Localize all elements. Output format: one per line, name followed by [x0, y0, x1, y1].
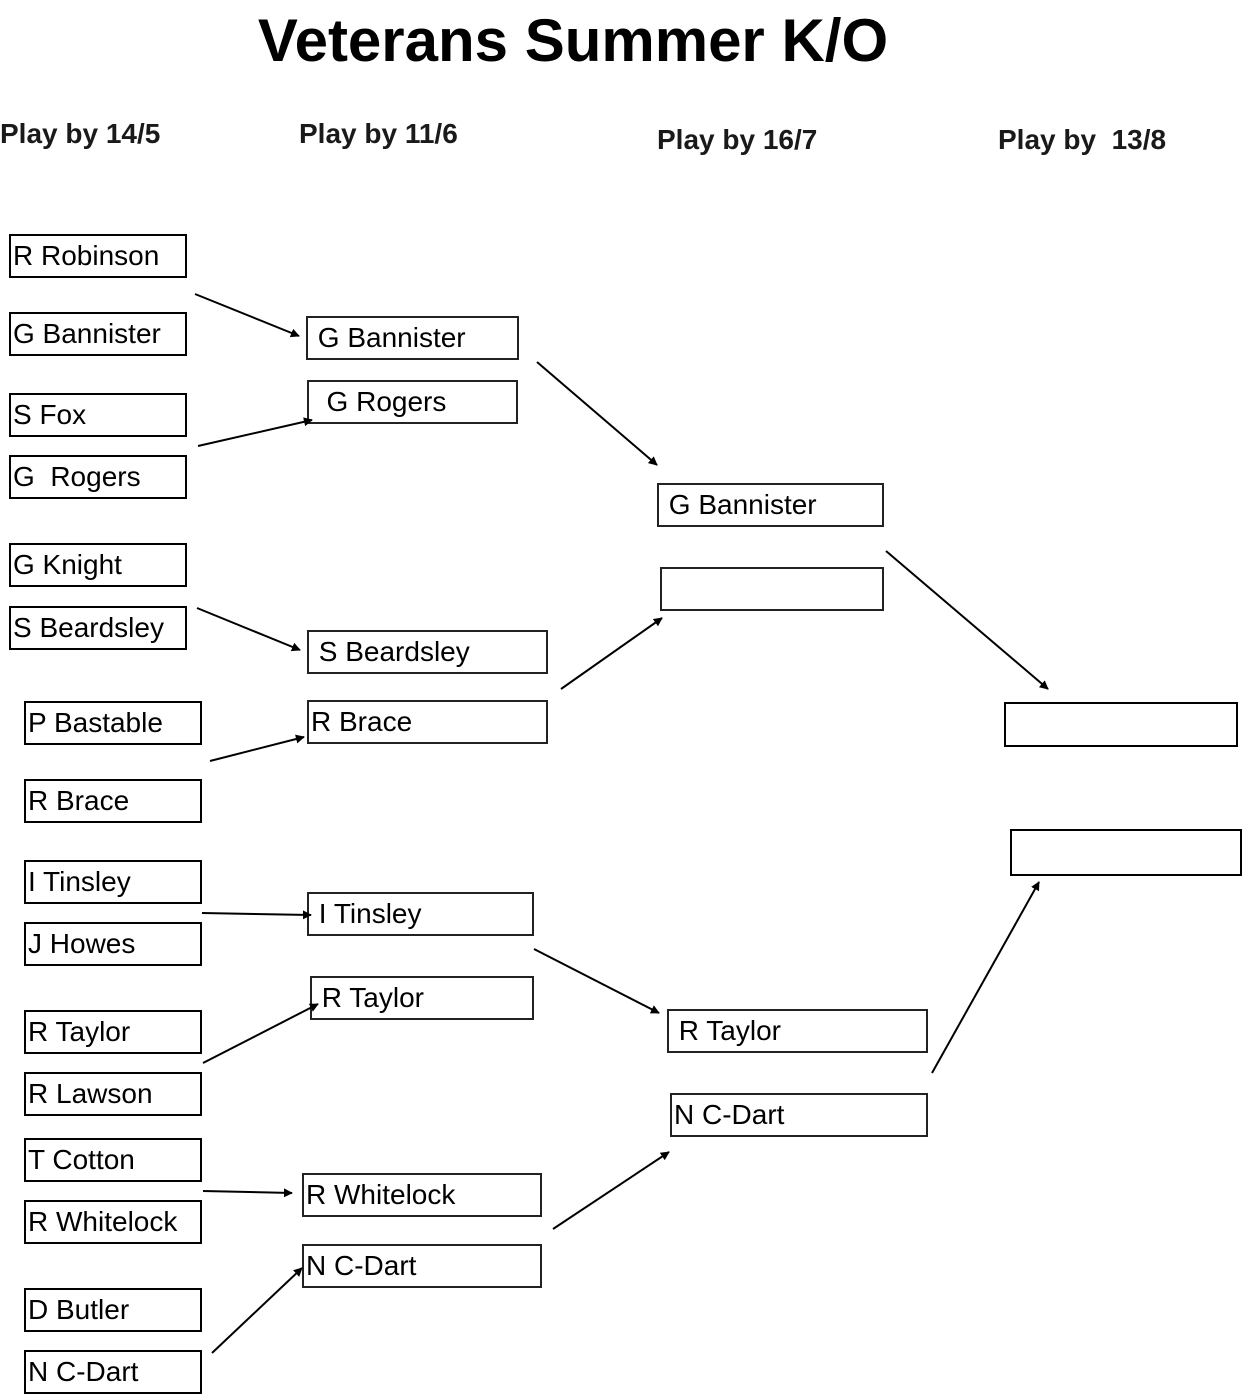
round3-player-4: N C-Dart — [670, 1093, 928, 1137]
round2-player-7: R Whitelock — [302, 1173, 542, 1217]
round1-player-16: N C-Dart — [24, 1350, 202, 1394]
arrow-r1-to-r2-3 — [196, 607, 301, 652]
round1-player-8: R Brace — [24, 779, 202, 823]
arrow-r2-to-r3-3 — [533, 948, 660, 1014]
round-3-header: Play by 16/7 — [657, 124, 818, 155]
round-4-header: Play by 13/8 — [998, 124, 1167, 155]
arrow-r3-to-r4-1 — [885, 550, 1049, 690]
round1-player-11: R Taylor — [24, 1010, 202, 1054]
arrow-r1-to-r2-4 — [209, 734, 305, 762]
round2-player-3: S Beardsley — [307, 630, 548, 674]
round1-player-7: P Bastable — [24, 701, 202, 745]
arrow-r2-to-r3-4 — [552, 1151, 670, 1230]
round2-player-8: N C-Dart — [302, 1244, 542, 1288]
arrow-r1-to-r2-5 — [201, 910, 312, 920]
round-1-header: Play by 14/5 — [0, 118, 161, 149]
round1-player-13: T Cotton — [24, 1138, 202, 1182]
round1-player-5: G Knight — [9, 543, 187, 587]
arrow-r2-to-r3-2 — [560, 617, 663, 690]
page-title: Veterans Summer K/O — [257, 7, 889, 74]
round1-player-10: J Howes — [24, 922, 202, 966]
round4-player-1 — [1004, 702, 1238, 747]
arrow-r2-to-r3-1 — [536, 361, 658, 466]
round2-player-2: G Rogers — [307, 380, 518, 424]
arrow-r1-to-r2-1 — [194, 293, 300, 338]
arrow-r1-to-r2-2 — [197, 417, 313, 447]
arrow-r1-to-r2-6 — [202, 1003, 319, 1064]
round1-player-4: G Rogers — [9, 455, 187, 499]
round4-player-2 — [1010, 829, 1242, 876]
arrow-r1-to-r2-8 — [211, 1267, 303, 1354]
round1-player-12: R Lawson — [24, 1072, 202, 1116]
round2-player-4: R Brace — [307, 700, 548, 744]
round1-player-6: S Beardsley — [9, 606, 187, 650]
round3-player-1: G Bannister — [657, 483, 884, 527]
round-2-header: Play by 11/6 — [299, 118, 458, 149]
round1-player-15: D Butler — [24, 1288, 202, 1332]
round2-player-1: G Bannister — [306, 316, 519, 360]
round3-player-3: R Taylor — [667, 1009, 928, 1053]
round2-player-5: I Tinsley — [307, 892, 534, 936]
round1-player-14: R Whitelock — [24, 1200, 202, 1244]
round1-player-3: S Fox — [9, 393, 187, 437]
round1-player-9: I Tinsley — [24, 860, 202, 904]
arrow-r1-to-r2-7 — [202, 1188, 293, 1198]
round2-player-6: R Taylor — [310, 976, 534, 1020]
round1-player-1: R Robinson — [9, 234, 187, 278]
arrow-r3-to-r4-2 — [931, 881, 1040, 1074]
round3-player-2 — [660, 567, 884, 611]
round1-player-2: G Bannister — [9, 312, 187, 356]
